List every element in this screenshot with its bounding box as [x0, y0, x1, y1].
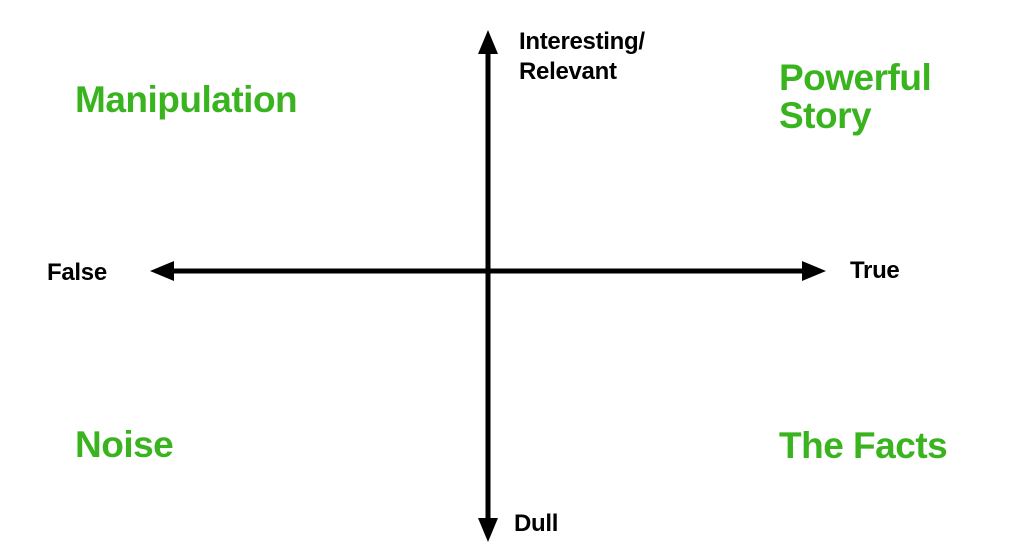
quadrant-label-top-left: Manipulation: [75, 79, 298, 120]
quadrant-label-bottom-left: Noise: [75, 424, 174, 465]
axis-label-left: False: [47, 259, 107, 286]
axis-label-top: Interesting/ Relevant: [519, 28, 645, 85]
axis-label-bottom: Dull: [514, 510, 559, 537]
arrow-left-icon: [150, 261, 174, 281]
arrow-up-icon: [478, 30, 498, 54]
quadrant-label-top-right: Powerful Story: [779, 57, 932, 136]
axis-label-right: True: [850, 257, 900, 284]
arrow-down-icon: [478, 518, 498, 542]
quadrant-label-bottom-right: The Facts: [779, 425, 948, 466]
arrow-right-icon: [802, 261, 826, 281]
